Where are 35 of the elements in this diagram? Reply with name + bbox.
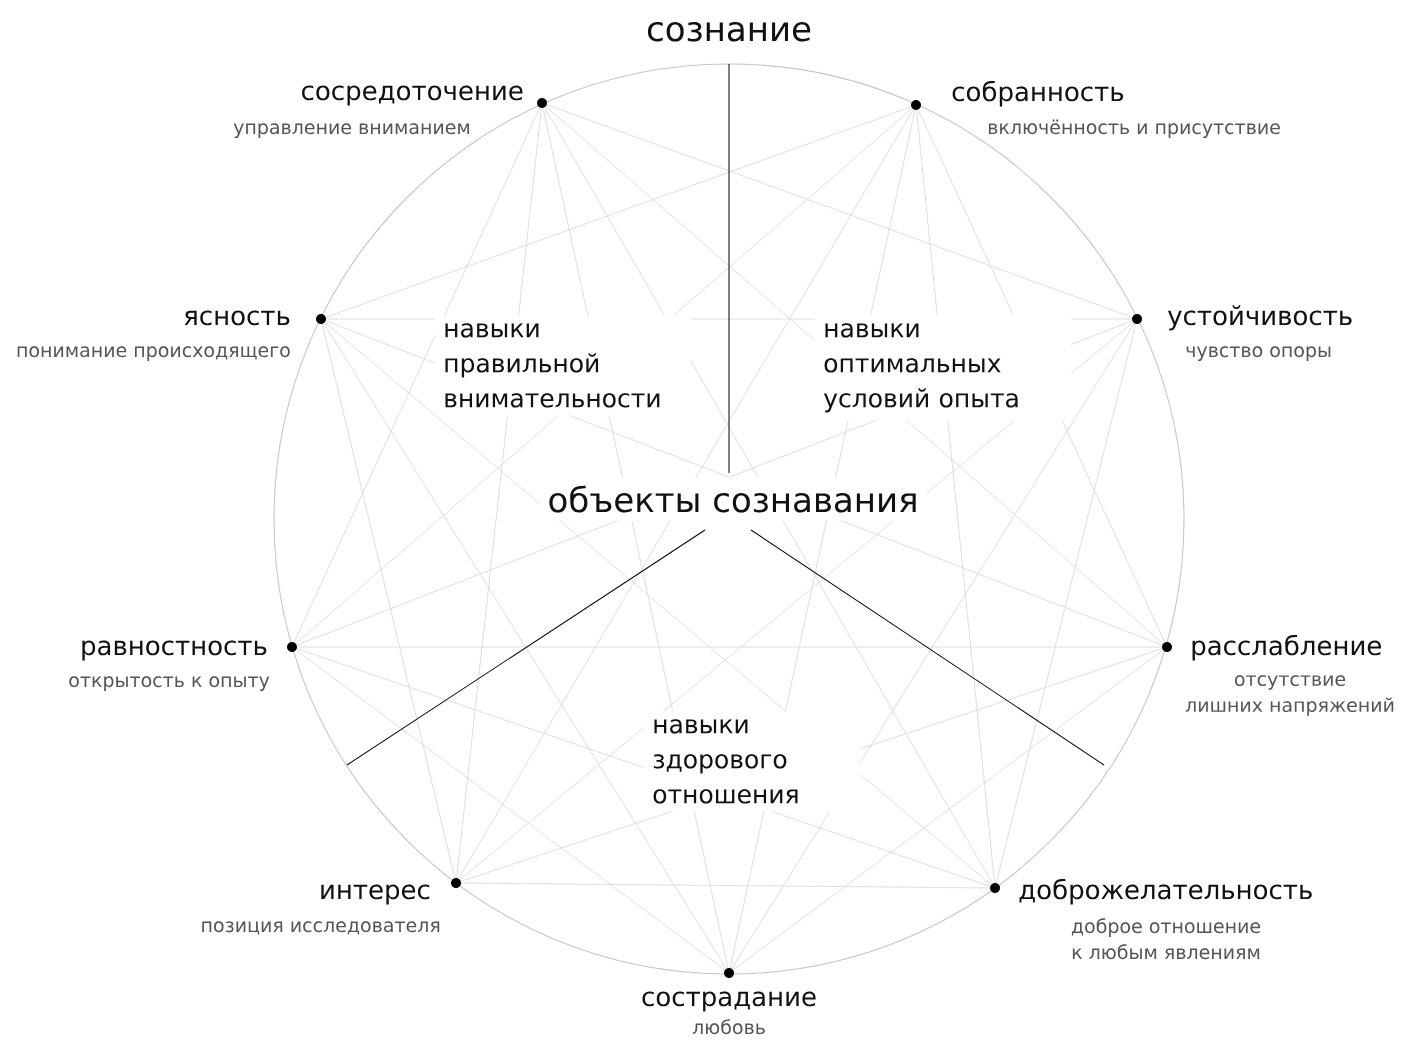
- chord-line: [458, 109, 914, 879]
- chord-line: [544, 107, 993, 884]
- region-label: навыки оптимальных условий опыта: [815, 315, 1072, 421]
- region-label: навыки правильной внимательности: [435, 315, 692, 416]
- point-label: ясность: [184, 310, 290, 326]
- point-label: интерес: [321, 884, 430, 905]
- chord-line: [460, 882, 991, 889]
- point-caption: любовь: [692, 1019, 765, 1035]
- point-caption: доброе отношение к любым явлениям: [1071, 918, 1261, 960]
- title: сознание: [647, 21, 811, 42]
- region-label: навыки здорового отношения: [644, 711, 861, 812]
- point-caption: отсутствие лишних напряжений: [1185, 675, 1394, 716]
- point-label: сосредоточение: [302, 85, 523, 106]
- point-caption: позиция исследователя: [202, 921, 440, 935]
- chord-line: [325, 106, 912, 318]
- point-label: расслабление: [1192, 634, 1381, 661]
- point-caption: понимание происходящего: [17, 346, 290, 361]
- point-label: доброжелательность: [1019, 878, 1312, 905]
- chord-line: [323, 323, 727, 969]
- chord-line: [321, 323, 456, 879]
- chord-line: [546, 104, 1133, 318]
- chord-line: [731, 323, 1135, 969]
- point-caption: включённость и присутствие: [988, 119, 1280, 138]
- point-label: сострадание: [642, 991, 816, 1012]
- chord-line: [293, 107, 541, 643]
- point-label: собранность: [952, 80, 1124, 107]
- chord-line: [995, 323, 1137, 884]
- chord-line: [295, 649, 726, 971]
- chord-line: [732, 649, 1164, 971]
- center-label: объекты сознавания: [539, 477, 927, 521]
- point-label: равностность: [82, 640, 267, 661]
- point-caption: открытость к опыту: [69, 676, 270, 691]
- point-caption: чувство опоры: [1186, 346, 1331, 361]
- point-caption: управление вниманием: [233, 123, 470, 138]
- point-label: устойчивость: [1168, 305, 1352, 331]
